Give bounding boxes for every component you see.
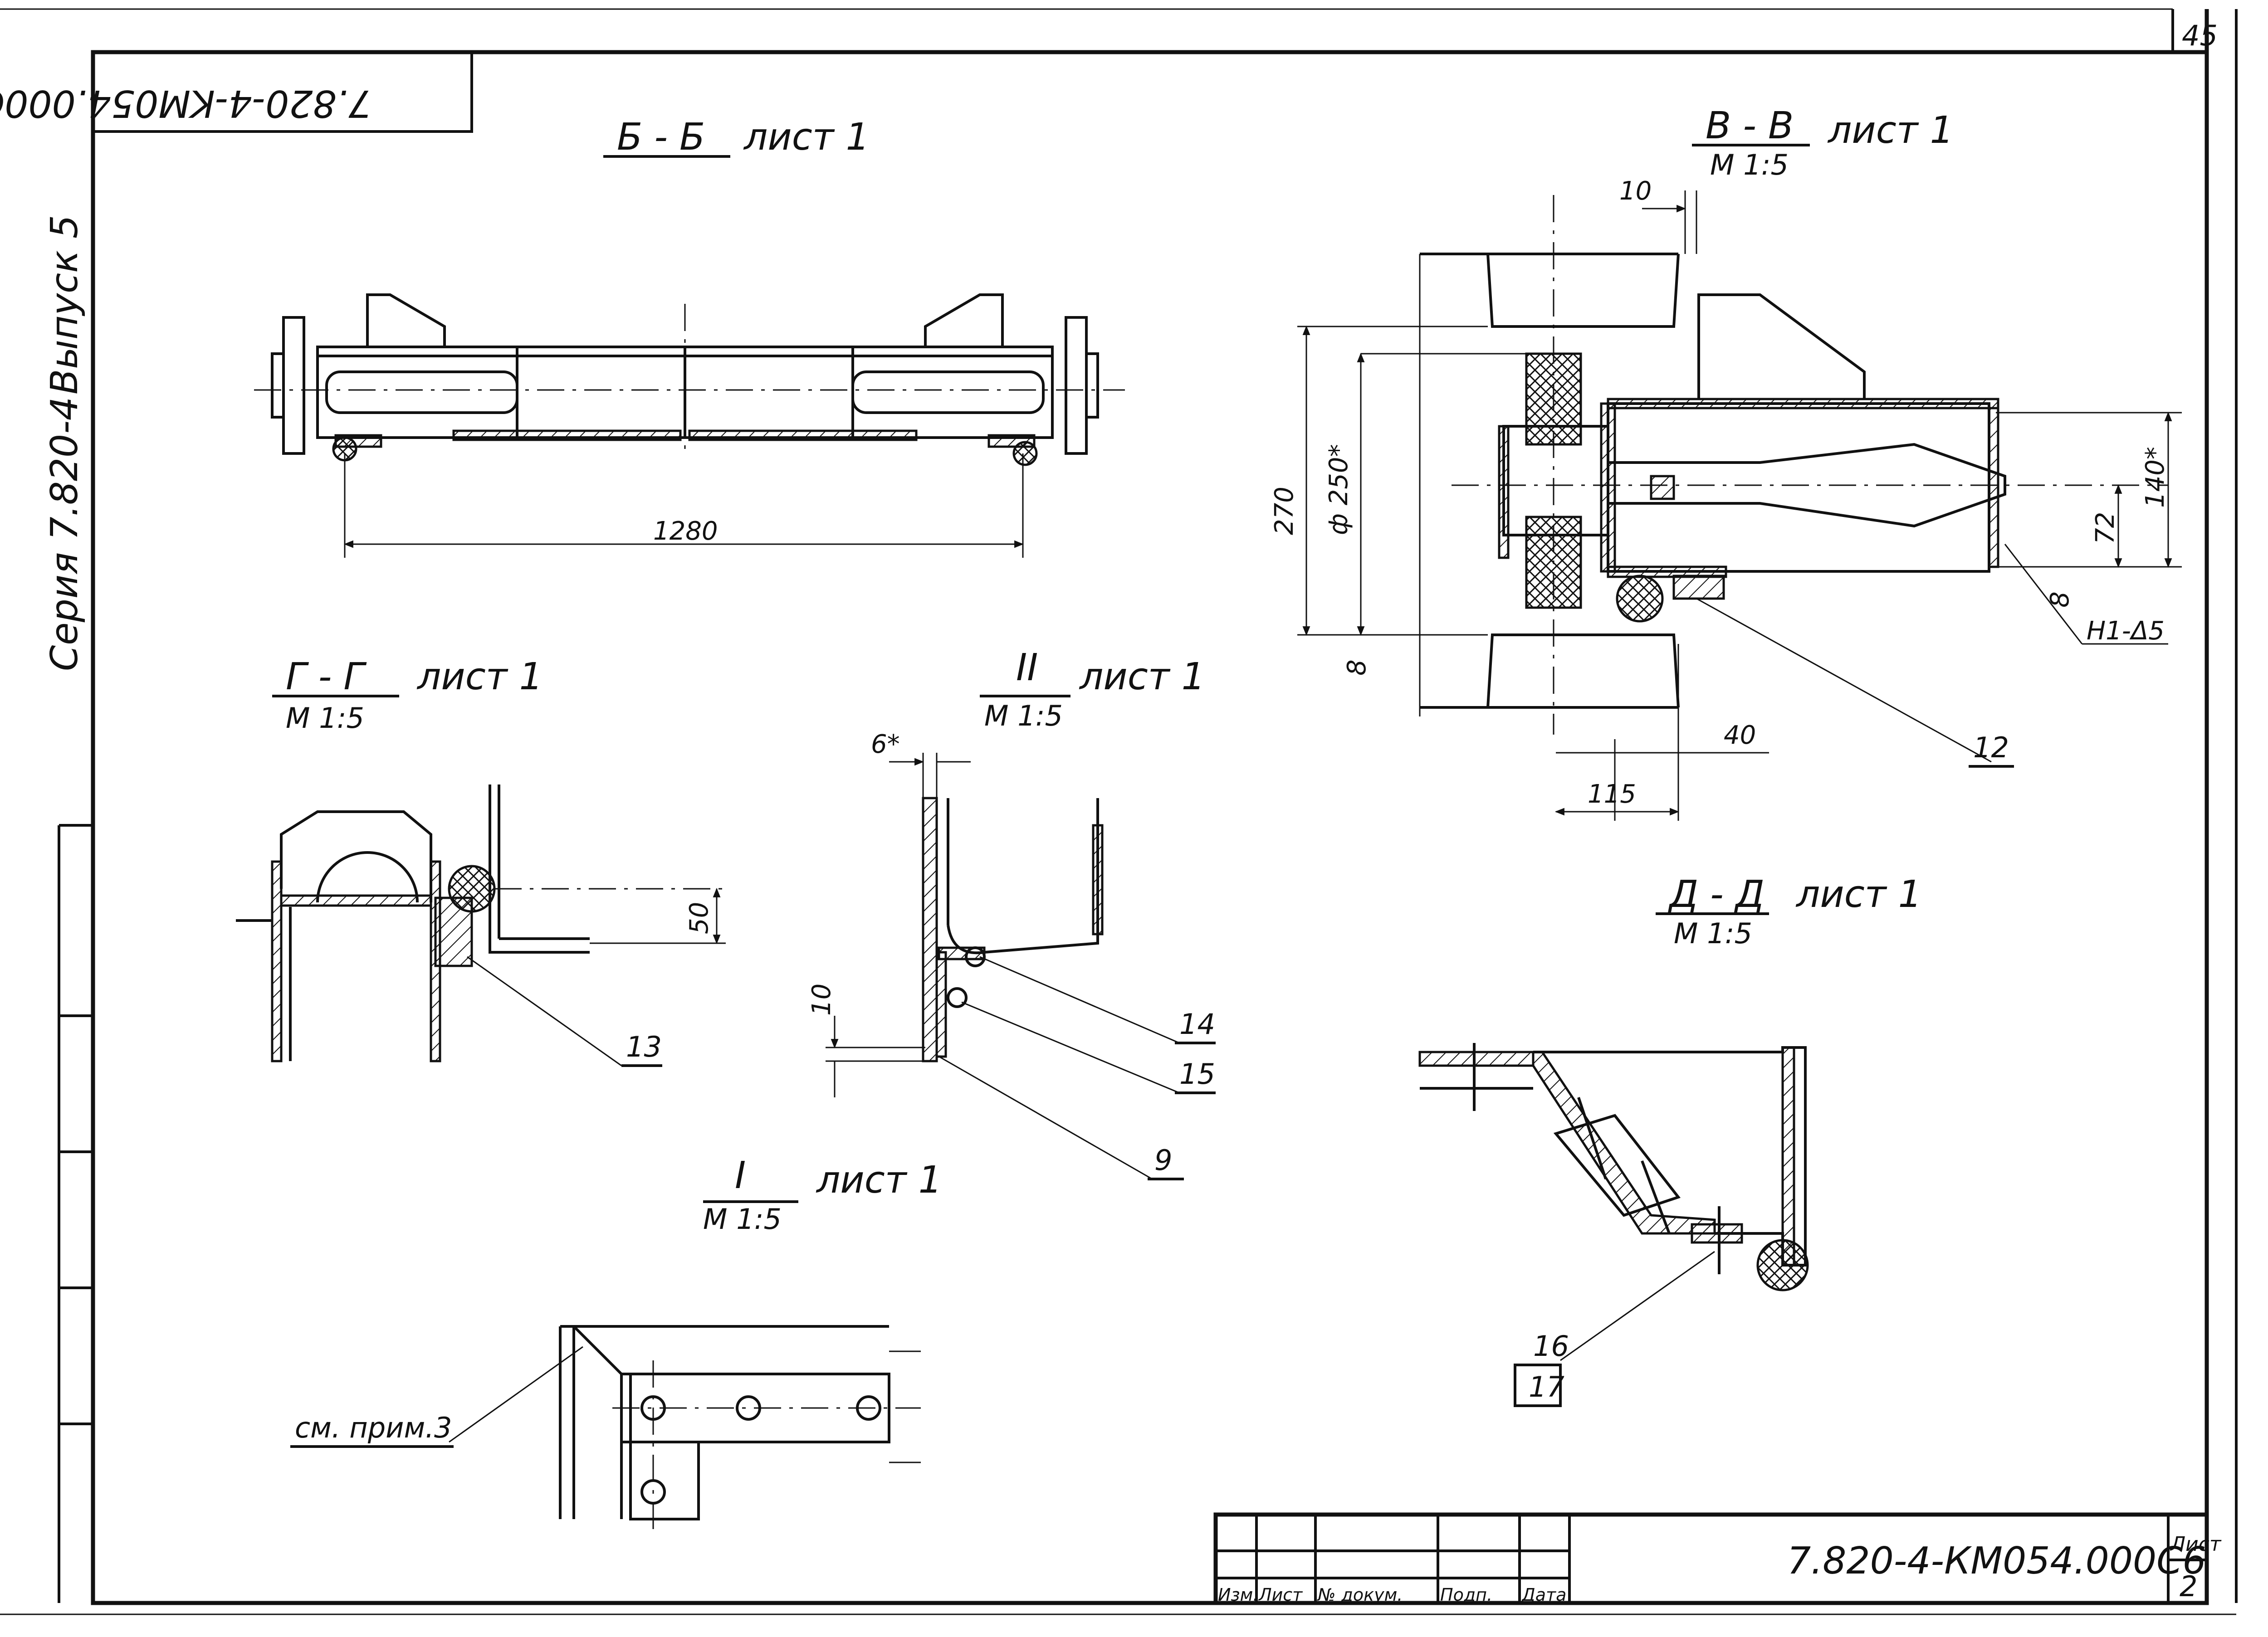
title-block-sheet-label: Лист (2170, 1533, 2222, 1556)
view-gg-title: Г - Г (286, 655, 367, 698)
view-dd-scale: М 1:5 (1674, 917, 1752, 950)
title-block-header-sign: Подп. (1440, 1585, 1492, 1605)
sheet-frame (0, 8, 2238, 1615)
view-ii-dim-10: 10 (807, 984, 836, 1016)
view-gg: Г - Г М 1:5 лист 1 50 13 (236, 655, 730, 1067)
view-vv-dim-10: 10 (1619, 176, 1652, 206)
title-block-header-list: Лист (1258, 1585, 1303, 1605)
view-vv-dim-8b: 8 (2045, 591, 2075, 608)
left-binding-column (58, 824, 93, 1603)
side-label-series: Серия 7.820-4 (43, 397, 86, 671)
view-vv-dim-250: ф 250* (1324, 444, 1354, 535)
side-label-issue: Выпуск 5 (43, 215, 86, 395)
view-gg-scale: М 1:5 (286, 702, 364, 735)
title-block-header-doc: № докум. (1317, 1585, 1403, 1605)
view-ii-ref: лист 1 (1079, 655, 1205, 698)
view-i: I М 1:5 лист 1 см. прим.3 (290, 1154, 942, 1537)
view-i-ref: лист 1 (816, 1159, 942, 1202)
view-i-title: I (735, 1154, 746, 1197)
title-block-header-date: Дата (1521, 1585, 1566, 1605)
stamp-mirrored-text: 7.820-4-KM054.000C6 (0, 82, 372, 125)
view-vv-dim-8a: 8 (1342, 659, 1372, 676)
view-vv-scale: М 1:5 (1710, 148, 1789, 181)
view-ii-scale: М 1:5 (984, 699, 1063, 732)
view-dd-callout-16: 16 (1533, 1330, 1569, 1363)
view-vv-callout-12: 12 (1973, 731, 2009, 764)
view-gg-ref: лист 1 (416, 655, 543, 698)
view-vv-ref: лист 1 (1827, 109, 1954, 152)
view-ii-callout-9: 9 (1154, 1144, 1172, 1177)
view-bb: Б - Б лист 1 1280 (254, 116, 1125, 558)
view-i-scale: М 1:5 (703, 1203, 782, 1236)
view-dd-title: Д - Д (1668, 873, 1765, 916)
view-gg-callout-13: 13 (626, 1030, 662, 1063)
title-block-designation: 7.820-4-КМ054.000С6 (1787, 1540, 2206, 1583)
sheet-number-corner: 45 (2182, 19, 2218, 52)
view-dd: Д - Д М 1:5 лист 1 16 17 (1418, 873, 1922, 1407)
view-dd-ref: лист 1 (1795, 873, 1922, 916)
view-dd-callout-17: 17 (1529, 1370, 1564, 1403)
view-bb-ref: лист 1 (743, 116, 870, 159)
view-vv-dim-115: 115 (1588, 780, 1636, 809)
view-bb-dim-length: 1280 (653, 516, 718, 546)
view-ii-title: II (1016, 646, 1038, 689)
view-ii-callout-15: 15 (1179, 1057, 1215, 1091)
view-vv-dim-140: 140* (2141, 447, 2170, 508)
view-vv-dim-270: 270 (1270, 487, 1299, 535)
view-gg-dim-50: 50 (684, 902, 714, 934)
view-bb-title: Б - Б (617, 116, 705, 159)
title-block (1213, 1512, 2209, 1605)
title-block-sheet-value: 2 (2180, 1570, 2197, 1603)
view-vv-h1: Н1-Δ5 (2087, 616, 2165, 646)
view-vv: В - В М 1:5 лист 1 10 (1270, 104, 2182, 821)
view-ii-dim-6: 6* (871, 730, 900, 759)
view-ii-callout-14: 14 (1179, 1008, 1215, 1041)
view-i-note: см. прим.3 (295, 1411, 452, 1444)
view-ii: II М 1:5 лист 1 6* 10 14 15 9 (807, 646, 1216, 1180)
view-vv-dim-40: 40 (1724, 721, 1756, 750)
view-vv-title: В - В (1706, 104, 1794, 147)
view-vv-dim-72: 72 (2091, 512, 2120, 544)
title-block-header-izm: Изм. (1218, 1585, 1258, 1605)
stamp-mirrored-box: 7.820-4-KM054.000C6 (0, 51, 473, 133)
